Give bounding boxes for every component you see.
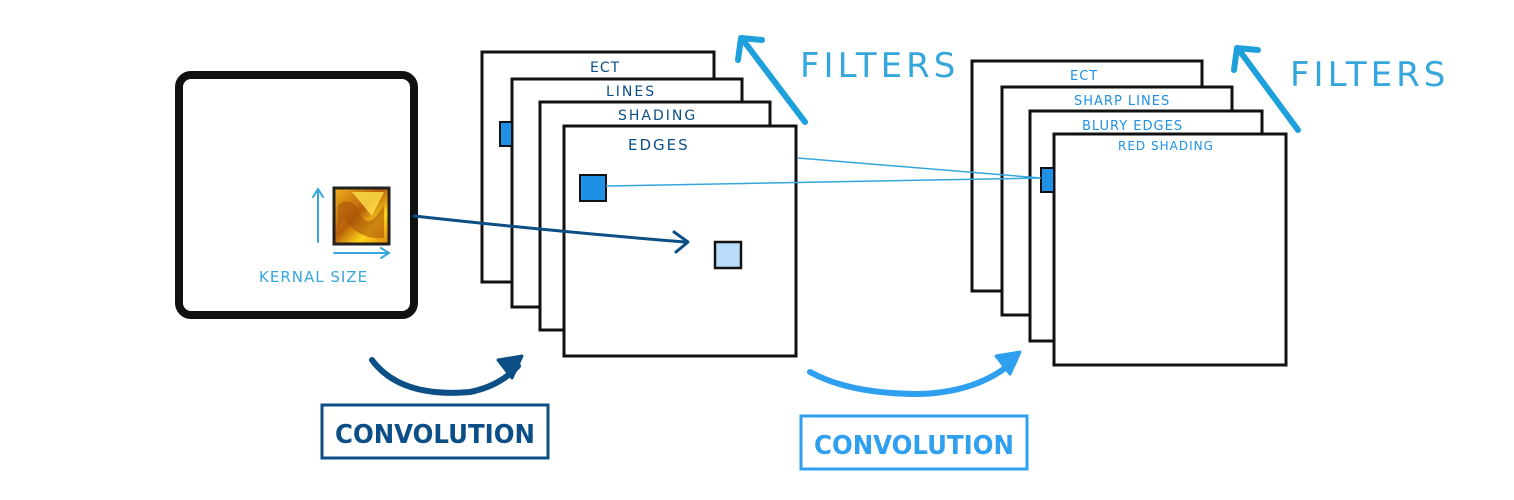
layer1-map-label-shading: SHADING <box>618 108 697 124</box>
layer2-filters-arrow <box>1231 45 1301 133</box>
convolution2-label: CONVOLUTION <box>814 431 1014 461</box>
convolution1-arrowhead <box>496 354 524 380</box>
layer2-map-label-blury-edges: BLURY EDGES <box>1082 119 1183 134</box>
kernel-patch <box>332 186 391 246</box>
layer1-hidden-patch <box>499 121 513 147</box>
kernel-size-label: KERNAL SIZE <box>259 268 368 286</box>
layer1-output-patch <box>579 174 607 202</box>
projection-line-bottom <box>605 177 1042 187</box>
kernel-to-featuremap-arrowhead <box>672 230 690 254</box>
kernel-to-featuremap-arrow <box>412 214 687 244</box>
layer1-stack <box>480 50 798 358</box>
layer2-map-red-shading <box>1052 132 1288 367</box>
layer2-filters-label: FILTERS <box>1290 55 1449 95</box>
layer1-target-patch <box>713 240 743 270</box>
layer1-map-label-lines: LINES <box>606 84 656 100</box>
layer1-filters-label: FILTERS <box>800 46 959 86</box>
convolution1-arrow <box>369 357 521 396</box>
layer2-stack <box>970 59 1288 367</box>
convolution2-arrow <box>807 357 1018 398</box>
kernel-width-arrow <box>333 247 391 259</box>
projection-line-top <box>797 157 1042 179</box>
convolution2-box <box>799 414 1029 471</box>
layer2-map-label-red-shading: RED SHADING <box>1118 139 1214 153</box>
convolution1-label: CONVOLUTION <box>335 420 535 450</box>
input-image-frame <box>175 71 418 319</box>
convolution1-box <box>320 403 550 460</box>
layer2-target-patch <box>1040 167 1055 193</box>
layer1-filters-arrow <box>735 35 808 125</box>
layer2-map-label-ect: ECT <box>1070 69 1098 84</box>
kernel-height-arrow <box>312 187 324 243</box>
convolution2-arrowhead <box>994 350 1022 376</box>
layer1-map-label-ect: ECT <box>590 60 620 76</box>
layer1-map-label-edges: EDGES <box>628 136 690 154</box>
layer2-map-label-sharp-lines: SHARP LINES <box>1074 94 1170 109</box>
